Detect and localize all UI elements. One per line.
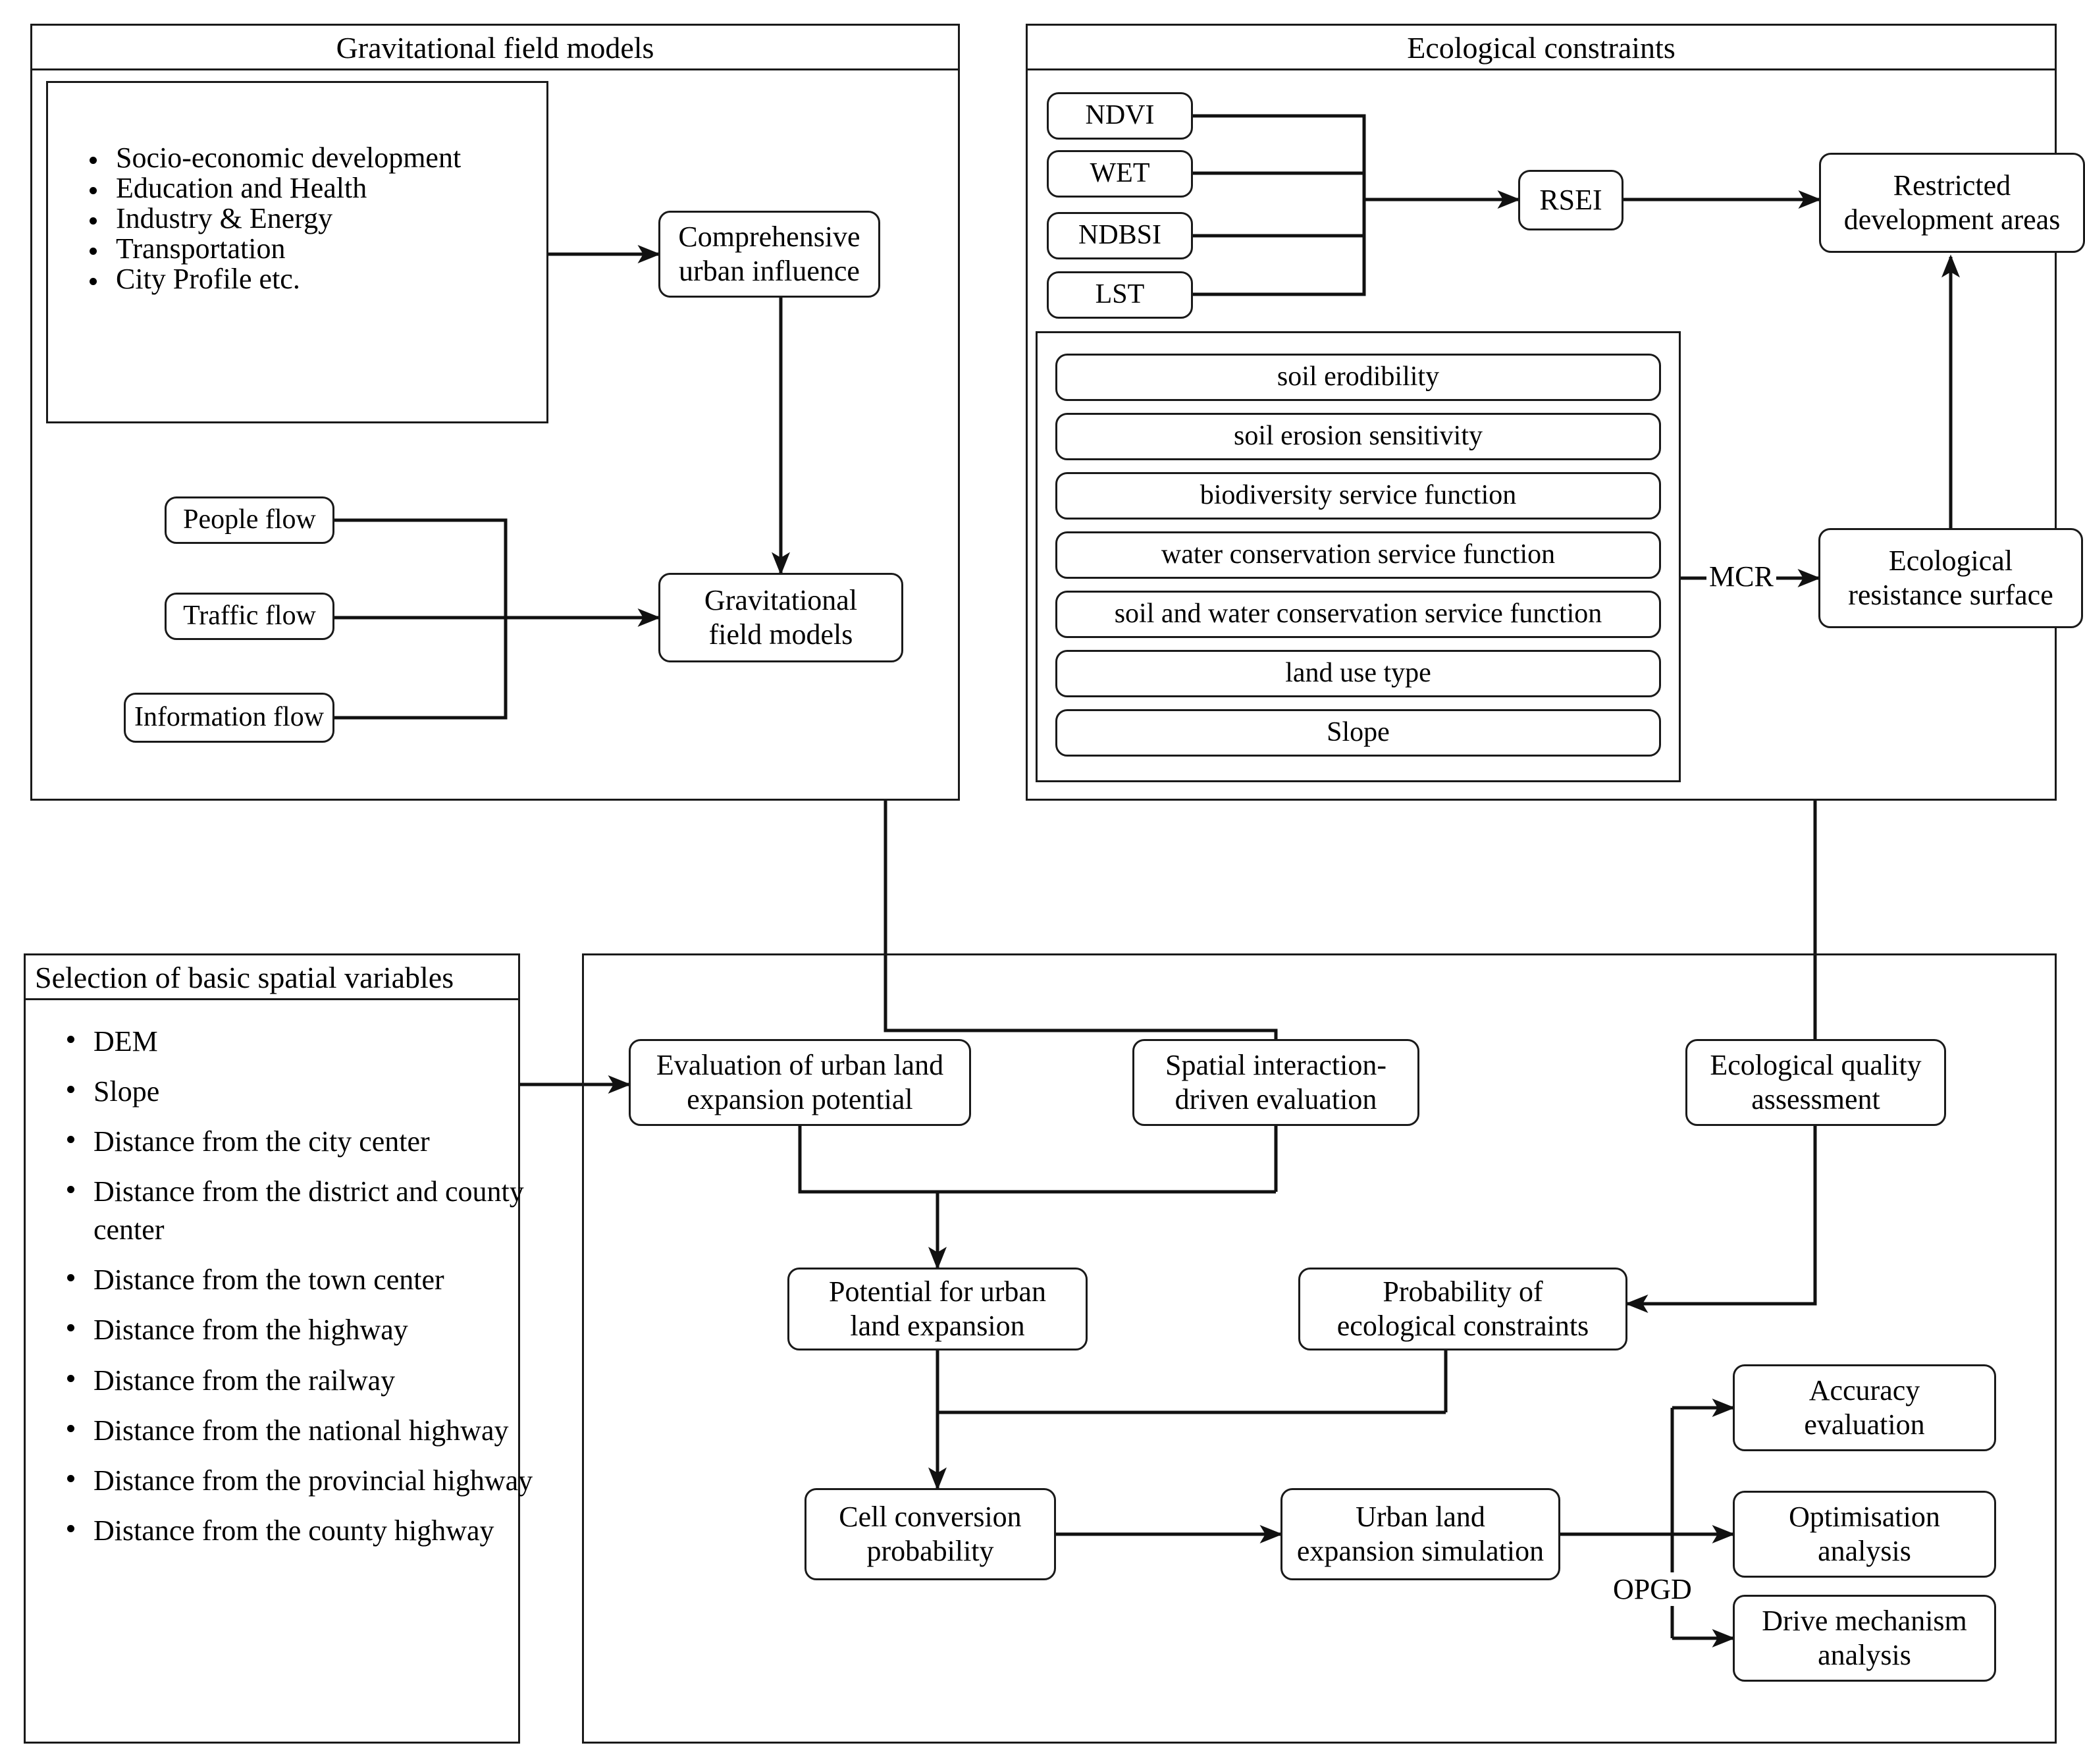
- node-water-conservation-service-function[interactable]: water conservation service function: [1055, 531, 1661, 579]
- node-index-lst[interactable]: LST: [1047, 271, 1193, 319]
- node-probability-of-ecological-constraints[interactable]: Probability of ecological constraints: [1298, 1268, 1627, 1350]
- node-potential-for-urban-land-expansion[interactable]: Potential for urban land expansion: [787, 1268, 1088, 1350]
- node-drive-mechanism-analysis[interactable]: Drive mechanism analysis: [1733, 1595, 1996, 1682]
- node-optimisation-analysis[interactable]: Optimisation analysis: [1733, 1491, 1996, 1578]
- list-item: Education and Health: [86, 174, 599, 203]
- node-soil-erodibility[interactable]: soil erodibility: [1055, 354, 1661, 401]
- node-people-flow[interactable]: People flow: [165, 496, 334, 544]
- node-soil-and-water-conservation-service-function[interactable]: soil and water conservation service func…: [1055, 591, 1661, 638]
- node-evaluation-of-urban-land-expansion-potential[interactable]: Evaluation of urban land expansion poten…: [629, 1039, 971, 1126]
- list-item: City Profile etc.: [86, 265, 599, 294]
- list-item: DEM: [63, 1023, 541, 1061]
- list-item: Distance from the district and county ce…: [63, 1173, 541, 1249]
- node-traffic-flow[interactable]: Traffic flow: [165, 593, 334, 640]
- list-item: Distance from the city center: [63, 1123, 541, 1161]
- gravitational-factors-box: [46, 81, 548, 423]
- node-biodiversity-service-function[interactable]: biodiversity service function: [1055, 472, 1661, 520]
- node-index-wet[interactable]: WET: [1047, 150, 1193, 198]
- node-restricted-development-areas[interactable]: Restricted development areas: [1819, 153, 2085, 253]
- list-item: Distance from the provincial highway: [63, 1462, 541, 1500]
- panel-spatial-variables: Selection of basic spatial variables: [24, 953, 520, 1744]
- node-accuracy-evaluation[interactable]: Accuracy evaluation: [1733, 1364, 1996, 1451]
- panel-title-spatial-variables: Selection of basic spatial variables: [26, 955, 518, 1000]
- node-cell-conversion-probability[interactable]: Cell conversion probability: [805, 1488, 1056, 1580]
- node-comprehensive-urban-influence[interactable]: Comprehensive urban influence: [658, 211, 880, 298]
- node-soil-erosion-sensitivity[interactable]: soil erosion sensitivity: [1055, 413, 1661, 460]
- node-ecological-resistance-surface[interactable]: Ecological resistance surface: [1818, 528, 2083, 628]
- panel-model-workflow: [582, 953, 2057, 1744]
- node-spatial-interaction-driven-evaluation[interactable]: Spatial interaction- driven evaluation: [1132, 1039, 1419, 1126]
- list-item: Slope: [63, 1073, 541, 1111]
- list-item: Industry & Energy: [86, 204, 599, 233]
- panel-title-ecological: Ecological constraints: [1028, 26, 2055, 70]
- edge-label-mcr: MCR: [1706, 560, 1776, 593]
- list-item: Distance from the railway: [63, 1362, 541, 1400]
- node-ecological-quality-assessment[interactable]: Ecological quality assessment: [1685, 1039, 1946, 1126]
- node-rsei[interactable]: RSEI: [1518, 170, 1623, 230]
- panel-gravitational-field-models: Gravitational field models: [30, 24, 960, 801]
- panel-title-gravitational: Gravitational field models: [32, 26, 958, 70]
- list-item: Socio-economic development: [86, 144, 599, 173]
- node-land-use-type[interactable]: land use type: [1055, 650, 1661, 697]
- node-information-flow[interactable]: Information flow: [124, 693, 334, 743]
- list-item: Distance from the national highway: [63, 1412, 541, 1450]
- node-gravitational-field-models[interactable]: Gravitational field models: [658, 573, 903, 662]
- edge-label-opgd: OPGD: [1610, 1572, 1695, 1606]
- spatial-variable-list: DEM Slope Distance from the city center …: [24, 1023, 541, 1562]
- list-item: Transportation: [86, 234, 599, 263]
- list-item: Distance from the town center: [63, 1261, 541, 1299]
- list-item: Distance from the highway: [63, 1311, 541, 1349]
- panel-ecological-constraints: Ecological constraints: [1026, 24, 2057, 801]
- node-index-ndvi[interactable]: NDVI: [1047, 92, 1193, 140]
- gravitational-factor-list: Socio-economic development Education and…: [46, 144, 599, 295]
- node-index-ndbsi[interactable]: NDBSI: [1047, 212, 1193, 259]
- node-slope[interactable]: Slope: [1055, 709, 1661, 757]
- node-urban-land-expansion-simulation[interactable]: Urban land expansion simulation: [1280, 1488, 1560, 1580]
- list-item: Distance from the county highway: [63, 1512, 541, 1550]
